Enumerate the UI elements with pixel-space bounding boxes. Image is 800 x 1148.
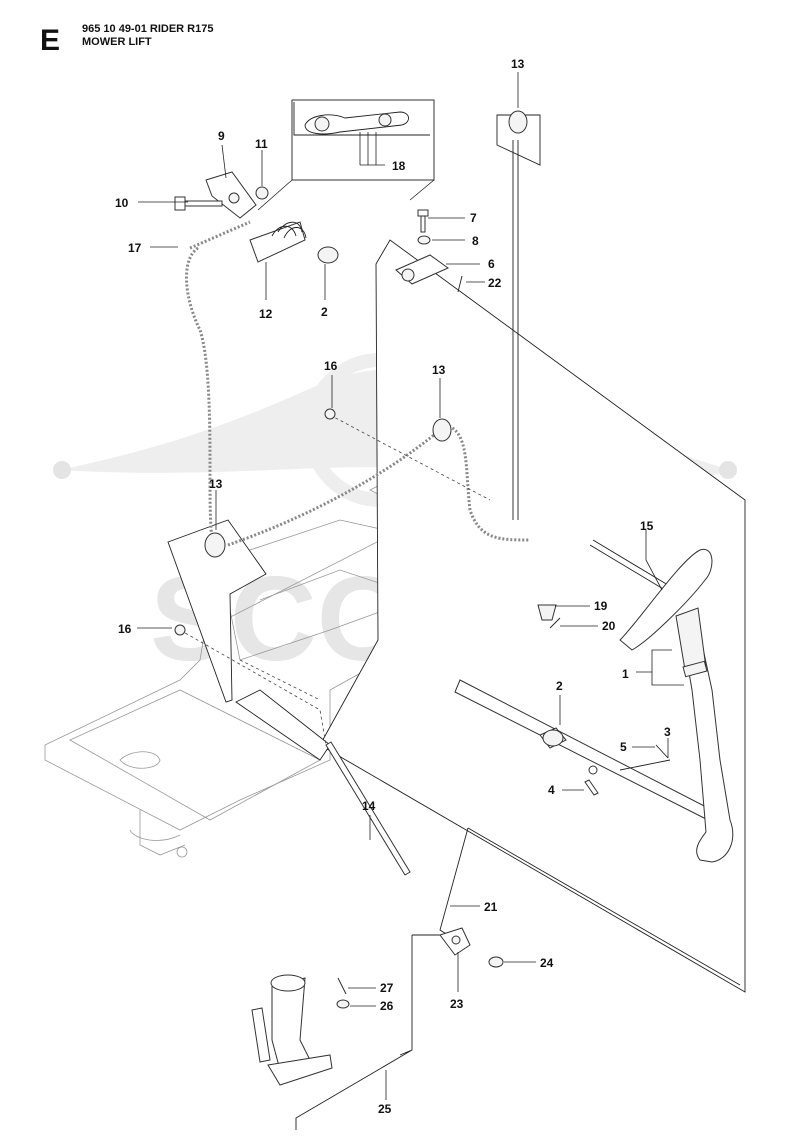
- leader-lines: [137, 72, 684, 1100]
- bolt-7: [417, 209, 429, 233]
- chain-middle: [227, 428, 441, 547]
- lift-plates: [167, 114, 746, 993]
- part-label-17: 17: [128, 241, 142, 255]
- part-label-24: 24: [540, 956, 554, 970]
- model-line: 965 10 49-01 RIDER R175: [82, 23, 213, 35]
- part-label-2-top: 2: [321, 305, 328, 319]
- bushing-19: [537, 604, 557, 621]
- grip-clamp: [682, 660, 708, 678]
- part-label-1: 1: [622, 667, 629, 681]
- part-label-22: 22: [488, 276, 502, 290]
- hidden-rod-16: [179, 414, 491, 746]
- part-label-16-left: 16: [118, 622, 132, 636]
- washer-26: [336, 999, 350, 1009]
- part-labels: 1 2 2 3 4 5 6 7 8 9 10 11 12 13 13 13 14…: [115, 57, 671, 1116]
- spring-12: [249, 221, 306, 263]
- top-hardware: [174, 110, 561, 636]
- rod-13-vertical: [512, 140, 519, 520]
- nut-11: [255, 186, 269, 200]
- part-label-15: 15: [640, 519, 654, 533]
- watermark-dot-right: [719, 461, 737, 479]
- part-label-16-top: 16: [324, 359, 338, 373]
- part-label-13-top: 13: [511, 57, 525, 71]
- chain-right: [444, 423, 531, 542]
- section-letter: E: [40, 24, 60, 57]
- lever-tube: [619, 548, 713, 651]
- pin-3: [619, 759, 671, 771]
- clip-16-left: [174, 624, 186, 636]
- pedal-spring: [251, 1007, 271, 1063]
- pedal-assembly: [251, 927, 504, 1086]
- diagram-title: MOWER LIFT: [82, 36, 152, 48]
- pulley-13-left: [204, 532, 226, 558]
- part-label-18: 18: [392, 159, 406, 173]
- pulley-13-top: [508, 110, 528, 134]
- rod-25: [295, 934, 445, 1130]
- part-label-21: 21: [484, 900, 498, 914]
- chains: [185, 220, 531, 547]
- part-label-12: 12: [259, 307, 273, 321]
- part-label-8: 8: [472, 234, 479, 248]
- part-label-27: 27: [380, 981, 394, 995]
- upper-lift-plate: [319, 239, 746, 993]
- pin-4: [584, 779, 599, 796]
- part-label-20: 20: [602, 619, 616, 633]
- part-label-4: 4: [548, 783, 555, 797]
- part-label-5: 5: [620, 740, 627, 754]
- part-label-13-left: 13: [209, 477, 223, 491]
- inset-detail: [257, 99, 435, 211]
- pin-20: [549, 617, 561, 629]
- part-label-13-middle: 13: [432, 363, 446, 377]
- nut-24: [488, 956, 504, 968]
- washer-8: [417, 235, 431, 245]
- hidden-rod-left: [239, 659, 321, 701]
- watermark-dot-left: [53, 461, 71, 479]
- part-label-3: 3: [664, 725, 671, 739]
- pin-22: [457, 275, 463, 293]
- part-label-26: 26: [380, 999, 394, 1013]
- top-right-bracket: [496, 114, 541, 166]
- bolt-5: [655, 744, 669, 759]
- clip-16-top: [324, 408, 336, 420]
- lift-arm-assembly: [454, 548, 734, 863]
- part-label-23: 23: [450, 997, 464, 1011]
- inset-box: [291, 99, 435, 181]
- part-label-25: 25: [378, 1102, 392, 1116]
- rod-14: [325, 741, 411, 876]
- pedal-arm: [267, 1054, 333, 1086]
- part-label-6: 6: [488, 257, 495, 271]
- part-label-14: 14: [362, 799, 376, 813]
- pin-27: [337, 977, 347, 995]
- pulley-13-middle: [432, 418, 452, 442]
- part-label-7: 7: [470, 211, 477, 225]
- bolt-10: [174, 196, 223, 211]
- part-label-19: 19: [594, 599, 608, 613]
- part-label-11: 11: [255, 137, 268, 151]
- left-lift-plate: [167, 519, 267, 703]
- part-label-2-right: 2: [556, 679, 563, 693]
- spacer-2-top: [317, 246, 339, 264]
- part-label-9: 9: [218, 129, 225, 143]
- chain-left: [185, 246, 214, 541]
- part-label-10: 10: [115, 196, 129, 210]
- chain-top: [189, 220, 251, 250]
